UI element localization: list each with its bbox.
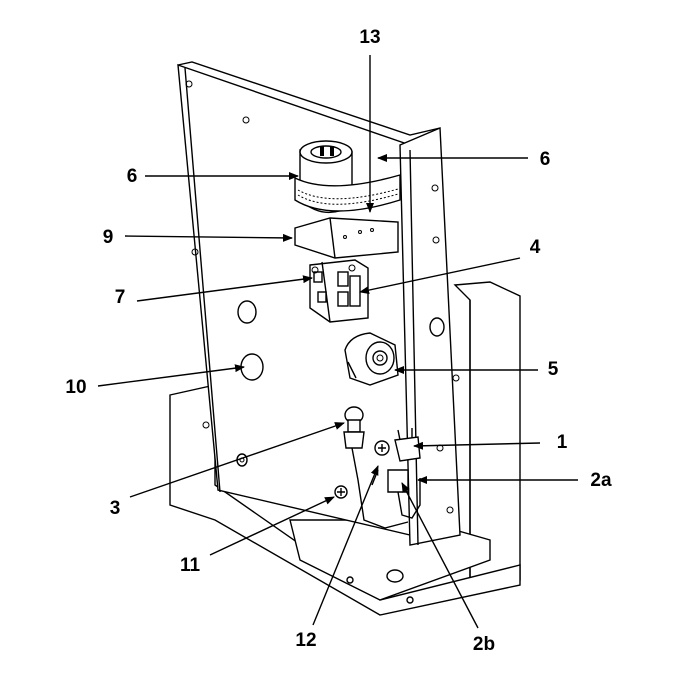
main-panel bbox=[177, 61, 441, 536]
callout-1: 1 bbox=[557, 432, 568, 453]
callout-13: 13 bbox=[359, 27, 380, 48]
callout-12: 12 bbox=[295, 630, 316, 651]
callout-5: 5 bbox=[548, 359, 559, 380]
callout-labels: 13 6 6 9 4 7 5 10 1 2a 3 11 12 2b bbox=[65, 27, 612, 655]
callout-3: 3 bbox=[110, 498, 121, 519]
mounting-bracket bbox=[294, 217, 399, 259]
callout-10: 10 bbox=[65, 377, 86, 398]
relay-component bbox=[309, 259, 369, 323]
side-channel bbox=[399, 126, 461, 546]
callout-6-left: 6 bbox=[127, 166, 138, 187]
callout-4: 4 bbox=[530, 237, 541, 258]
lower-controls bbox=[334, 406, 421, 529]
callout-11: 11 bbox=[180, 555, 201, 576]
callout-2b: 2b bbox=[473, 634, 495, 655]
timer-motor bbox=[344, 332, 399, 386]
callout-2a: 2a bbox=[590, 470, 612, 491]
leader-lines bbox=[97, 55, 578, 629]
callout-9: 9 bbox=[103, 227, 114, 248]
callout-7: 7 bbox=[115, 287, 126, 308]
capacitor-assembly bbox=[294, 140, 401, 213]
callout-6-right: 6 bbox=[540, 149, 551, 170]
